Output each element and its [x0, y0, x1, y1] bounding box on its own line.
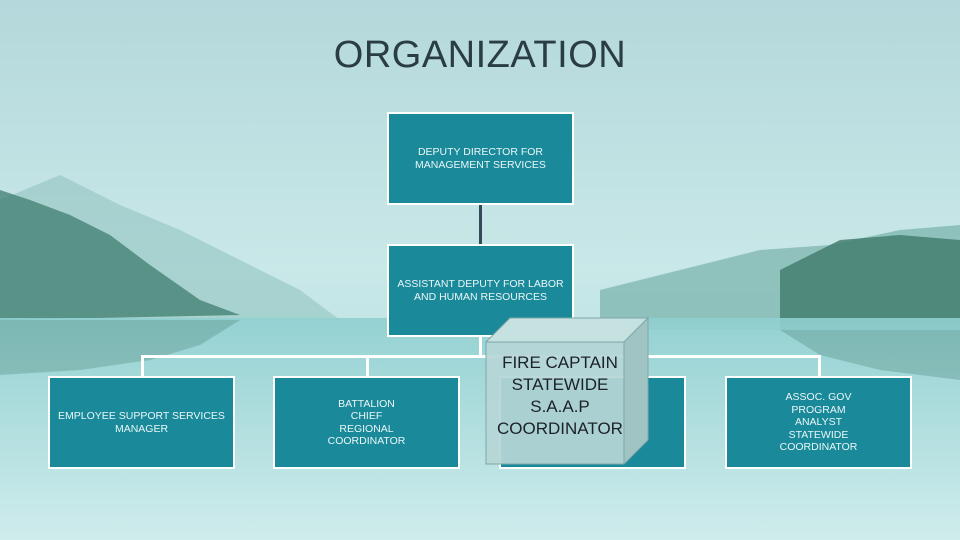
connector-horizontal-bar [141, 355, 821, 358]
org-box-label: MANAGER [114, 422, 169, 435]
connector-middle-stem [479, 337, 482, 357]
connector-drop-employee-support [141, 355, 144, 377]
org-box-label: STATEWIDE [788, 428, 849, 441]
connector-drop-assoc-gov [818, 355, 821, 377]
org-box-assistant-deputy: ASSISTANT DEPUTY FOR LABOR AND HUMAN RES… [387, 244, 574, 337]
org-box-battalion-chief: BATTALION CHIEF REGIONAL COORDINATOR [273, 376, 460, 469]
org-box-label: PROGRAM [791, 403, 846, 416]
org-box-label: EMPLOYEE SUPPORT SERVICES [58, 410, 225, 422]
page-title: ORGANIZATION [333, 34, 627, 76]
org-box-label: MANAGEMENT SERVICES [415, 158, 546, 171]
org-box-assoc-gov-program-analyst: ASSOC. GOV PROGRAM ANALYST STATEWIDE COO… [725, 376, 912, 469]
org-box-label: ANALYST [794, 416, 843, 429]
callout-label: COORDINATOR [497, 419, 623, 438]
org-box-label: CHIEF [350, 410, 383, 422]
callout-text-fire-captain: FIRE CAPTAIN STATEWIDE S.A.A.P COORDINAT… [486, 352, 634, 440]
callout-label: S.A.A.P [530, 397, 590, 416]
callout-label: FIRE CAPTAIN [502, 353, 618, 372]
org-box-deputy-director: DEPUTY DIRECTOR FOR MANAGEMENT SERVICES [387, 112, 574, 205]
org-box-label: ASSISTANT DEPUTY FOR LABOR [397, 278, 564, 290]
connector-top-to-middle [479, 205, 482, 244]
connector-drop-battalion [366, 355, 369, 377]
org-box-label: COORDINATOR [779, 441, 858, 454]
callout-label: STATEWIDE [511, 375, 609, 394]
org-box-label: ASSOC. GOV [785, 391, 852, 404]
org-box-employee-support-manager: EMPLOYEE SUPPORT SERVICES MANAGER [48, 376, 235, 469]
org-box-label: BATTALION [338, 397, 395, 410]
org-box-label: COORDINATOR [327, 435, 406, 447]
callout-cube-shape [484, 316, 650, 466]
org-box-label: AND HUMAN RESOURCES [413, 290, 547, 303]
org-box-label: REGIONAL [339, 422, 394, 435]
org-box-label: DEPUTY DIRECTOR FOR [417, 146, 544, 158]
